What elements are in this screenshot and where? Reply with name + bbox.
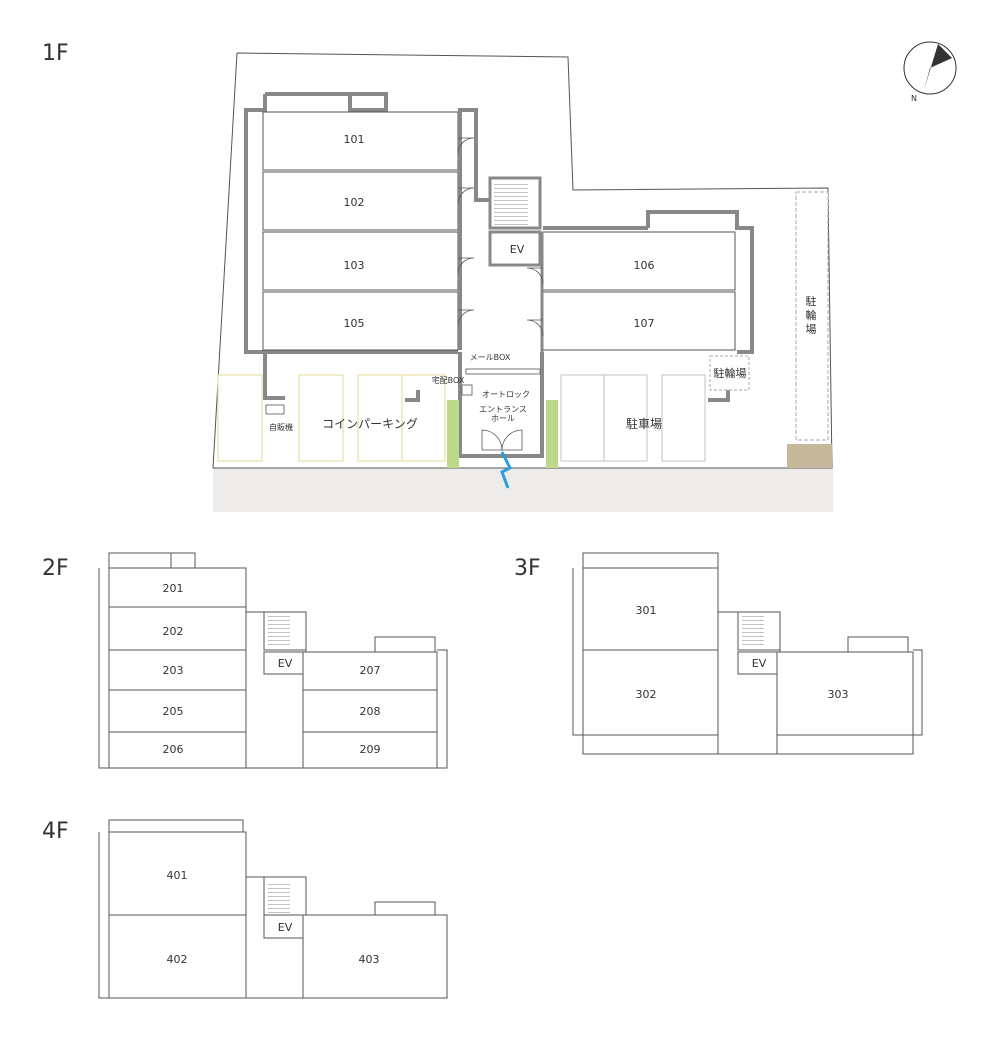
- elevator: [737, 651, 778, 675]
- planting: [546, 400, 558, 468]
- unit-402: [108, 914, 247, 999]
- entrance-door-icon: [481, 429, 523, 451]
- wall: [244, 92, 458, 400]
- unit-label: 105: [344, 317, 365, 330]
- unit-103: [262, 231, 459, 291]
- ev-label: EV: [510, 243, 525, 256]
- floor-3f: 3F EV 301 302 303: [514, 552, 923, 755]
- utility-area: [787, 444, 832, 468]
- unit-label: 102: [344, 196, 365, 209]
- unit-301: [582, 567, 719, 651]
- floor-2f: 2F EV 201 202 203 205 206 207 208 209: [42, 552, 448, 769]
- delivery-box-label: 宅配BOX: [432, 375, 465, 385]
- units-left: [262, 111, 459, 351]
- unit-106: [542, 231, 736, 291]
- coin-parking-label: コインパーキング: [322, 417, 418, 431]
- unit-label: 302: [636, 688, 657, 701]
- vending-machine: [265, 404, 285, 415]
- unit-201: [108, 567, 247, 608]
- unit-label: 206: [163, 743, 184, 756]
- elevator: [263, 914, 304, 939]
- unit-401: [108, 831, 247, 916]
- bicycle-parking-label: 輪: [806, 308, 817, 322]
- unit-label: 107: [634, 317, 655, 330]
- unit-107: [542, 291, 736, 351]
- stairs-icon: [268, 881, 290, 913]
- floor-1f: 1F 101 102 103 105: [42, 41, 957, 512]
- unit-105: [262, 291, 459, 351]
- unit-label: 209: [360, 743, 381, 756]
- floor-label-4f: 4F: [42, 819, 69, 844]
- floor-label-3f: 3F: [514, 556, 541, 581]
- unit-label: 205: [163, 705, 184, 718]
- stairs-icon: [742, 616, 764, 648]
- door-icon: [457, 137, 475, 327]
- entrance-hall-label: エントランス: [479, 405, 527, 414]
- bicycle-parking-label: 場: [806, 323, 817, 336]
- vending-machine-label: 自販機: [269, 422, 293, 432]
- unit-206: [108, 731, 247, 769]
- compass-icon: N: [903, 41, 957, 103]
- unit-label: 403: [359, 953, 380, 966]
- unit-208: [302, 689, 438, 733]
- planting: [447, 400, 459, 468]
- stairs-icon: [494, 182, 528, 226]
- site-boundary: [212, 52, 833, 469]
- bicycle-parking-label: 駐輪場: [714, 366, 747, 380]
- unit-302: [582, 649, 719, 736]
- ev-label: EV: [752, 657, 767, 670]
- stairs-icon: [268, 616, 290, 648]
- floor-label-1f: 1F: [42, 41, 69, 66]
- unit-label: 207: [360, 664, 381, 677]
- unit-label: 303: [828, 688, 849, 701]
- unit-209: [302, 731, 438, 769]
- unit-label: 301: [636, 604, 657, 617]
- door-icon: [526, 267, 544, 337]
- unit-202: [108, 606, 247, 651]
- north-label: N: [911, 94, 917, 103]
- unit-label: 201: [163, 582, 184, 595]
- parking-label: 駐車場: [626, 416, 662, 431]
- entrance-arrow-icon: [500, 451, 513, 489]
- ev-label: EV: [278, 921, 293, 934]
- unit-102: [262, 171, 459, 231]
- elevator: [488, 230, 542, 267]
- unit-303: [776, 651, 914, 736]
- unit-label: 208: [360, 705, 381, 718]
- unit-label: 402: [167, 953, 188, 966]
- entrance-hall-label: ホール: [491, 414, 515, 423]
- unit-403: [302, 914, 448, 999]
- mail-box-label: メールBOX: [470, 353, 511, 362]
- bicycle-parking-label: 駐: [806, 294, 817, 308]
- unit-label: 103: [344, 259, 365, 272]
- unit-label: 101: [344, 133, 365, 146]
- unit-205: [108, 689, 247, 733]
- floor-4f: 4F EV 401 402 403: [42, 819, 448, 999]
- road: [213, 468, 833, 512]
- ev-label: EV: [278, 657, 293, 670]
- unit-203: [108, 649, 247, 691]
- coin-parking-spaces: [217, 374, 446, 462]
- bicycle-parking-small: [709, 355, 750, 391]
- floor-label-2f: 2F: [42, 556, 69, 581]
- parking-spaces: [560, 374, 706, 462]
- unit-label: 203: [163, 664, 184, 677]
- unit-label: 202: [163, 625, 184, 638]
- elevator: [263, 651, 304, 675]
- entrance-hall: [458, 352, 544, 458]
- bicycle-parking: [795, 191, 829, 441]
- delivery-box: [461, 384, 473, 396]
- unit-label: 401: [167, 869, 188, 882]
- auto-lock-label: オートロック: [482, 390, 530, 399]
- unit-label: 106: [634, 259, 655, 272]
